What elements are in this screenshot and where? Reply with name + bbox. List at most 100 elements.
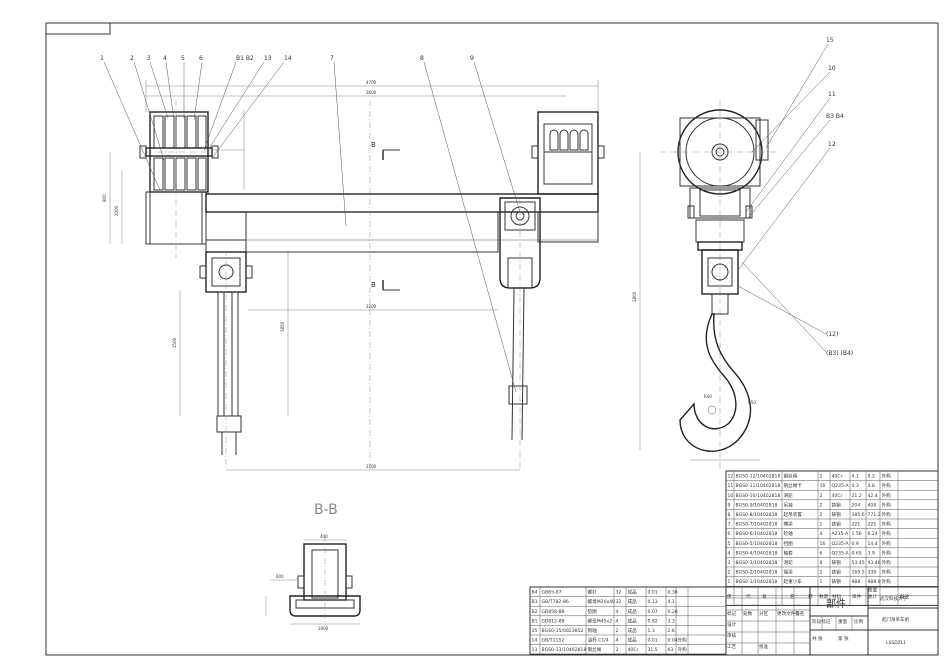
std-parts-cell: 2 [616,647,619,653]
dim-overall: 4700 [366,80,377,85]
parts-cell: 起吊装置 [784,511,803,518]
std-parts-cell: GB812-88 [542,618,565,624]
parts-header-cell: 号 [762,594,767,600]
std-parts-cell: 0.01 [648,590,658,596]
callout-15: 15 [826,37,834,44]
parts-cell: 6 [728,531,731,537]
callout-b3b4: B3 B4 [826,113,844,120]
tb-label-4: 签名 [795,610,804,617]
parts-cell: 14.4 [868,541,878,547]
dim-s1: 400 [320,534,328,539]
parts-cell: 铸钢 [832,569,842,576]
parts-cell: 3.9 [868,550,875,556]
parts-cell: 11 [728,483,734,489]
std-parts-cell: 钢丝绳 [588,646,602,653]
parts-cell: 外购 [882,521,892,528]
callout-11: 11 [828,91,836,98]
drawing-border [45,22,939,656]
parts-header-cell: 名 [790,593,795,600]
dim-r1: R50 [748,400,756,405]
parts-cell: 2 [820,474,823,480]
std-parts-cell: B3 [532,599,538,605]
callouts-top: 1 2 3 4 5 6 B1 B2 13 14 7 8 9 [100,55,521,393]
callout-10: 10 [828,65,836,72]
parts-cell: 0.65 [852,550,862,556]
dim-span: 3600 [366,90,377,95]
tb-label-6: 设计 [727,621,737,628]
std-parts-cell: BGS0-13/10402818 [542,647,587,653]
parts-cell: BGS0-1/10402818 [736,579,778,585]
std-parts-cell: 成品 [628,627,638,634]
dim-h3: 1500 [172,337,177,348]
tb-label-13: 共 张 [812,635,823,642]
callout-b1b2: B1 B2 [236,55,254,62]
std-parts-cell: 1.3 [648,628,655,634]
parts-cell: 外购 [882,511,892,518]
drawing-name: 起门吊吊车组 [882,616,909,623]
std-parts-cell: B1 [532,618,538,624]
title-text: 部件 [826,597,846,610]
parts-header-cell: 数量 [819,593,829,600]
parts-cell: 9 [728,502,731,508]
parts-cell: 横梁 [784,521,794,528]
std-parts-cell: 15 [532,628,538,634]
std-parts-cell: 0.07 [648,609,658,615]
std-parts-cell: 32 [616,599,622,605]
callout-14: 14 [284,55,292,62]
std-parts-cell: GB/T1152 [542,638,565,644]
parts-cell: 1 [820,579,823,585]
parts-header-cell: 序 [727,593,732,600]
callout-1: 1 [100,55,104,62]
parts-cell: BGS0-3/10402818 [736,560,778,566]
tb-label-12: 比例 [854,618,864,625]
parts-cell: 4 [820,531,823,537]
section-b-b-view: 400 600 1000 [265,534,361,631]
tb-label-14: 第 张 [838,635,849,642]
std-parts-cell: GB/T782-86 [542,599,569,605]
parts-cell: 轮轴 [784,530,794,537]
tb-label-7: 审核 [727,632,737,639]
parts-header-mass: 质量 [868,587,878,594]
parts-cell: 4.8 [868,483,875,489]
std-parts-cell: 油杯 C1/4 [588,637,609,644]
parts-cell: 40Cr [832,474,843,480]
std-parts-cell: 0.13 [648,599,658,605]
parts-cell: 6 [820,550,823,556]
parts-cell: 8.2 [868,474,875,480]
std-parts-cell: 31.5 [648,647,658,653]
parts-cell: BGS0-12/10402818 [736,474,781,480]
callout-13: 13 [264,55,272,62]
parts-cell: 2 [820,512,823,518]
parts-cell: Q235-A [832,550,850,556]
callout-12-paren: (12) [826,331,838,338]
parts-cell: 铸钢 [832,511,842,518]
parts-cell: 钢丝绳卡 [784,482,803,489]
parts-cell: 外购 [882,530,892,537]
std-parts-cell: 4 [616,618,619,624]
std-parts-cell: 成品 [628,617,638,624]
parts-cell: 6.24 [868,531,878,537]
parts-cell: 221 [868,522,877,528]
callout-9: 9 [470,55,474,62]
parts-cell: 2 [820,502,823,508]
parts-cell: 外购 [882,559,892,566]
std-parts-cell: 0.01 [648,638,658,644]
std-parts-cell: 2 [616,628,619,634]
parts-cell: 53.45 [852,560,865,566]
parts-cell: Q235-A [832,483,850,489]
parts-cell: BGS0-6/10402818 [736,531,778,537]
std-parts-cell: 0.28 [668,609,678,615]
parts-cell: 204 [852,502,861,508]
callout-7: 7 [330,55,334,62]
dim-lower: 2700 [366,464,377,469]
parts-cell: 挡圈 [784,540,794,547]
parts-cell: 2 [820,570,823,576]
std-parts-cell: 螺母M45x2 [588,617,613,624]
parts-cell: 外购 [882,549,892,556]
tb-label-9: 批准 [759,643,769,650]
parts-cell: 铸钢 [832,578,842,585]
std-parts-cell: 外购 [678,646,688,653]
parts-cell: 339 [868,570,877,576]
